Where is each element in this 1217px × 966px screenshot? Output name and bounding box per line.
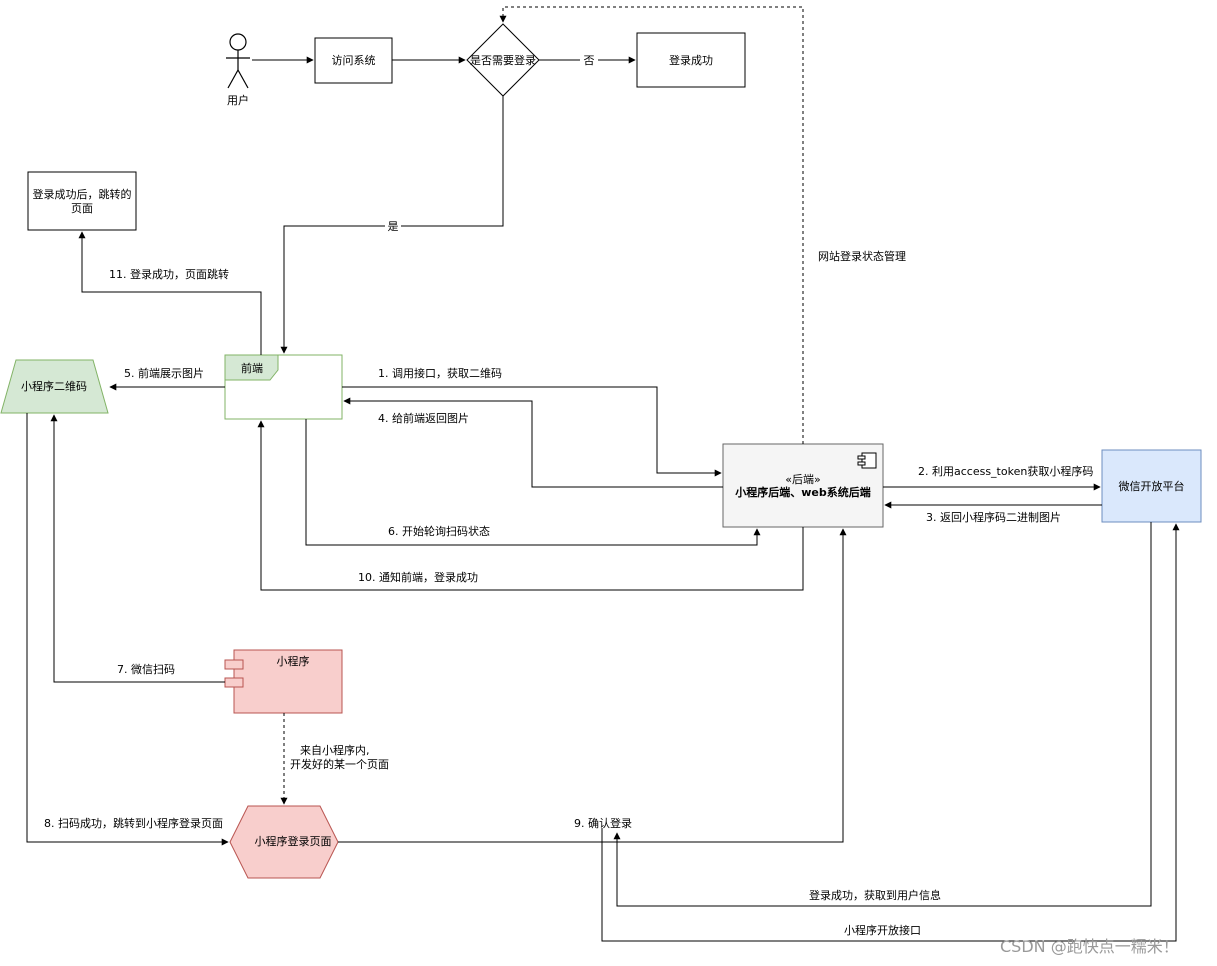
miniapp-login-label: 小程序登录页面 <box>255 834 332 848</box>
edge-8 <box>26 413 229 846</box>
edge-9 <box>338 528 847 843</box>
component-icon <box>857 452 877 469</box>
backend-box <box>722 443 884 528</box>
backend-label: 小程序后端、web系统后端 <box>734 485 871 499</box>
edge-7 <box>50 414 225 683</box>
edge-4 <box>343 397 723 488</box>
frontend-tab <box>224 354 279 381</box>
open-api-label: 小程序开放接口 <box>844 923 921 937</box>
get-user-label: 登录成功，获取到用户信息 <box>809 888 941 902</box>
edge-yes-label: 是 <box>388 220 399 233</box>
from-miniapp-label-1: 来自小程序内, <box>300 743 370 757</box>
edge-10 <box>257 420 804 591</box>
edge-open-api <box>601 523 1180 942</box>
qrcode-shape <box>0 359 109 414</box>
edge-11 <box>78 231 262 355</box>
edge-6 <box>305 419 761 546</box>
miniapp-box <box>233 649 343 714</box>
edge-site-state <box>499 6 804 444</box>
frontend-label: 前端 <box>241 361 263 375</box>
edge-no-label: 否 <box>584 54 595 67</box>
edge-11-label: 11. 登录成功，页面跳转 <box>109 267 229 281</box>
wechat-label: 微信开放平台 <box>1119 479 1185 493</box>
login-success-label: 登录成功 <box>669 53 713 67</box>
edge-10-label: 10. 通知前端，登录成功 <box>358 570 478 584</box>
miniapp-port-bottom <box>224 677 244 688</box>
miniapp-login-hexagon <box>229 805 339 879</box>
miniapp-label: 小程序 <box>277 654 310 668</box>
edge-1 <box>342 386 722 477</box>
redirect-page-box <box>27 171 137 231</box>
edge-7-label: 7. 微信扫码 <box>117 662 175 676</box>
site-state-label: 网站登录状态管理 <box>818 249 906 263</box>
edge-1-label: 1. 调用接口，获取二维码 <box>378 367 502 380</box>
visit-label: 访问系统 <box>332 54 376 67</box>
login-success-box <box>636 32 746 88</box>
edge-4-label: 4. 给前端返回图片 <box>378 411 469 425</box>
redirect-page-label-2: 页面 <box>71 202 93 215</box>
edge-9-label: 9. 确认登录 <box>574 816 632 830</box>
edge-8-label: 8. 扫码成功，跳转到小程序登录页面 <box>44 816 223 830</box>
from-miniapp-label-2: 开发好的某一个页面 <box>290 757 389 771</box>
watermark: CSDN @跑快点一糯米！ <box>1000 937 1179 956</box>
redirect-page-label-1: 登录成功后，跳转的 <box>33 187 132 201</box>
edge-5-label: 5. 前端展示图片 <box>124 366 204 380</box>
user-actor-icon <box>226 33 250 89</box>
edge-2-label: 2. 利用access_token获取小程序码 <box>918 464 1093 478</box>
edge-get-user <box>613 522 1152 907</box>
decision-label: 是否需要登录 <box>470 53 536 67</box>
user-label: 用户 <box>227 93 249 107</box>
backend-stereotype: «后端» <box>785 473 820 486</box>
qrcode-label: 小程序二维码 <box>21 379 87 393</box>
visit-box <box>314 37 393 84</box>
edge-6-label: 6. 开始轮询扫码状态 <box>388 524 490 538</box>
edge-3-label: 3. 返回小程序码二进制图片 <box>926 510 1061 524</box>
miniapp-port-top <box>224 659 244 670</box>
